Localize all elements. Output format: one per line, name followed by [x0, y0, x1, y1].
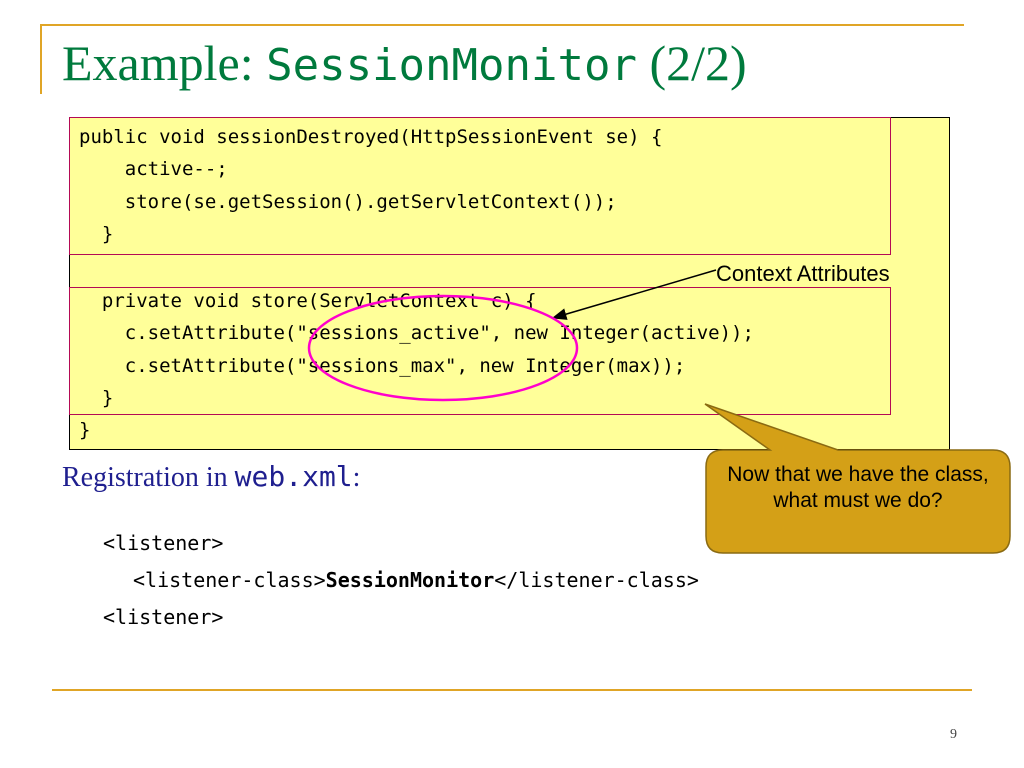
left-rule — [40, 24, 42, 94]
page-number: 9 — [950, 727, 957, 742]
highlight-ellipse — [307, 294, 579, 402]
registration-code: web.xml — [234, 460, 353, 493]
speech-bubble-text: Now that we have the class, what must we… — [727, 463, 989, 512]
registration-heading: Registration in web.xml: — [62, 460, 360, 494]
title-suffix: (2/2) — [636, 35, 747, 91]
xml-line: <listener> — [103, 531, 224, 555]
code-line: } — [79, 223, 114, 245]
code-line: } — [79, 387, 114, 409]
xml-class-name: SessionMonitor — [325, 568, 495, 592]
bottom-rule — [52, 689, 972, 691]
code-line: store(se.getSession().getServletContext(… — [79, 191, 617, 213]
xml-line: <listener-class>SessionMonitor</listener… — [133, 568, 699, 592]
xml-tag: </listener-class> — [494, 568, 699, 592]
title-prefix: Example: — [62, 35, 267, 91]
xml-line: <listener> — [103, 605, 224, 629]
registration-prefix: Registration in — [62, 462, 235, 493]
code-line-closing-brace: } — [79, 419, 91, 441]
context-attributes-label: Context Attributes — [716, 261, 890, 286]
store-method-box — [69, 287, 891, 415]
speech-bubble — [704, 403, 1011, 554]
callout-arrow — [551, 269, 717, 320]
top-rule — [40, 24, 964, 26]
code-line: public void sessionDestroyed(HttpSession… — [79, 126, 663, 148]
registration-suffix: : — [352, 462, 361, 493]
slide-title: Example: SessionMonitor (2/2) — [62, 38, 747, 88]
code-line: c.setAttribute("sessions_max", new Integ… — [79, 355, 686, 377]
title-code: SessionMonitor — [266, 40, 637, 91]
code-line: active--; — [79, 158, 228, 180]
xml-tag: <listener-class> — [133, 568, 326, 592]
session-destroyed-box — [69, 117, 891, 255]
